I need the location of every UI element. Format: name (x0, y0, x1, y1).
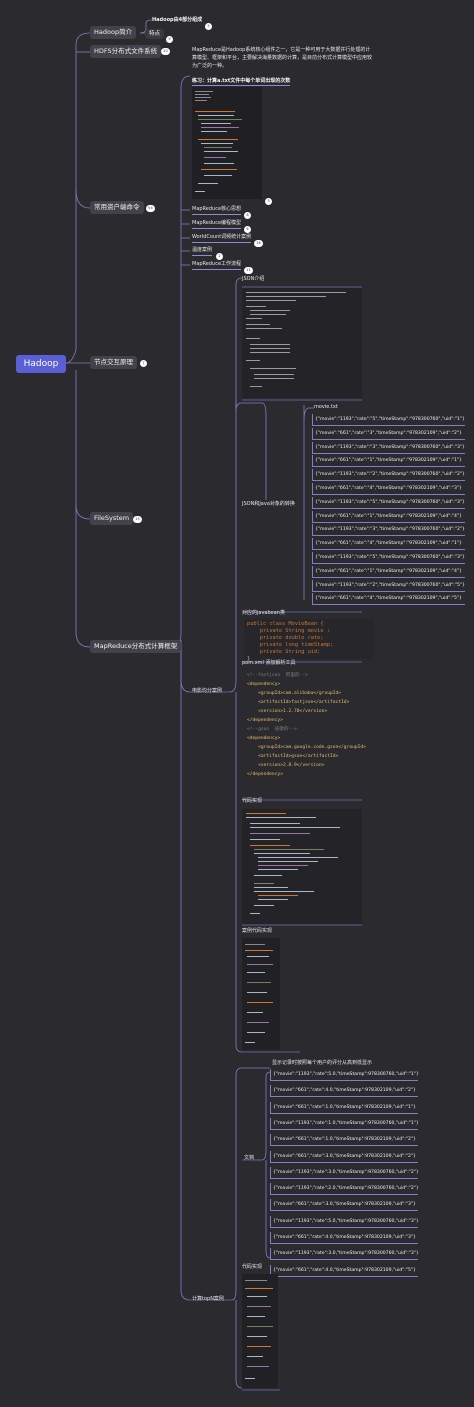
record-row: {"movie":"1193","rate":5.0,"timeStamp":9… (270, 1069, 419, 1081)
mr-workflow[interactable]: MapReduce工作流程 (192, 261, 242, 270)
badge-model: 6 (244, 226, 251, 233)
code-line: <groupId>com.alibaba</groupId> (247, 691, 342, 696)
topn-case[interactable]: 计算topN案例 (192, 1296, 224, 1302)
record-row: {"movie":"661","rate":4.0,"timeStamp":97… (270, 1085, 418, 1098)
mr-temperature[interactable]: 温度案例 (192, 247, 213, 256)
branch-node-interaction[interactable]: 节点交互原理 (90, 356, 137, 369)
record-row: {"movie":"661","rate":1.0,"timeStamp":97… (270, 1134, 418, 1147)
badge-flow: 11 (244, 267, 253, 274)
branch-filesystem[interactable]: FileSystem (90, 512, 134, 525)
intro-four-parts[interactable]: Hadoop由4部分组成 (152, 17, 203, 23)
record-row: {"movie":"1193","rate":2.0,"timeStamp":9… (270, 1183, 419, 1196)
javabean-code-block: public class MovieBean { private String … (244, 619, 374, 662)
movie-code-screenshot (242, 809, 362, 924)
pom-code-block: <!--fastjson 阿里的--> <dependency> <groupId… (244, 669, 368, 799)
movie-average-case[interactable]: 电影均分案例 (192, 688, 223, 694)
code-line: <dependency> (247, 736, 281, 741)
code-line: private String movie ; (247, 628, 330, 634)
record-row: {"movie":"1193","rate":1.0,"timeStamp":9… (270, 1117, 419, 1130)
record-row: {"movie":"661","rate":"4","timeStamp":"9… (312, 593, 465, 606)
badge-node: 7 (140, 360, 147, 367)
record-row: {"movie":"661","rate":3.0,"timeStamp":97… (270, 1150, 418, 1163)
branch-client-commands[interactable]: 常用资户端命令 (90, 201, 144, 214)
intro-features[interactable]: 特点 (145, 29, 165, 39)
movie-case-code-screenshot (242, 938, 280, 1050)
root-node-hadoop[interactable]: Hadoop (16, 355, 66, 373)
badge-hdfs: 20 (161, 48, 170, 55)
record-row: {"movie":"1193","rate":"3","timeStamp":"… (312, 441, 465, 454)
code-line: </dependency> (247, 718, 283, 723)
code-line: <artifactId>gson</artifactId> (247, 754, 339, 759)
record-row: {"movie":"1193","rate":"5","timeStamp":"… (312, 496, 465, 509)
record-row: {"movie":"661","rate":"1","timeStamp":"9… (312, 510, 465, 523)
code-line: <!--fastjson 阿里的--> (247, 673, 308, 678)
code-line: </dependency> (247, 772, 283, 777)
record-row: {"movie":"1193","rate":3.0,"timeStamp":9… (270, 1166, 419, 1179)
topn-code-title: 代码实现 (242, 1264, 263, 1270)
badge-four-parts: 5 (205, 23, 212, 30)
code-line: private double rate; (247, 635, 324, 641)
mr-programming-model[interactable]: MapReduce编程模型 (192, 220, 242, 229)
json-java-conversion[interactable]: JSON和Java对象的转换 (242, 501, 295, 507)
code-line: <!--gson 谷歌的--> (247, 727, 297, 732)
record-row: {"movie":"661","rate":"4","timeStamp":"9… (312, 538, 465, 551)
json-intro-screenshot (242, 288, 362, 398)
branch-hdfs[interactable]: HDFS分布式文件系统 (90, 45, 162, 58)
topn-code-screenshot (242, 1274, 278, 1388)
pom-title: pom.xml 添加解析工具 (242, 660, 296, 666)
record-row: {"movie":"1193","rate":"2","timeStamp":"… (312, 579, 465, 592)
record-row: {"movie":"661","rate":"4","timeStamp":"9… (312, 483, 465, 495)
record-row: {"movie":"661","rate":"3","timeStamp":"9… (312, 427, 465, 440)
record-row: {"movie":"1193","rate":"5","timeStamp":"… (312, 414, 465, 426)
movie-code-title: 代码实现 (242, 798, 263, 804)
record-row: {"movie":"1193","rate":3.0,"timeStamp":9… (270, 1248, 419, 1261)
badge-features: 9 (166, 36, 173, 43)
code-line: <version>2.8.9</version> (247, 763, 325, 768)
record-row: {"movie":"1193","rate":5.0,"timeStamp":9… (270, 1215, 419, 1228)
badge-temp: 2 (216, 253, 223, 260)
record-row: {"movie":"661","rate":1.0,"timeStamp":97… (270, 1101, 418, 1114)
mr-exercise[interactable]: 练习：计算a.txt文件中每个单词出现的次数 (192, 78, 291, 86)
mr-core-idea[interactable]: MapReduce核心思想 (192, 206, 242, 215)
topn-description: 显示记录时按照每个用户的评分从高到低显示 (272, 1060, 373, 1066)
branch-mapreduce[interactable]: MapReduce分布式计算框架 (90, 640, 182, 653)
record-row: {"movie":"661","rate":"1","timeStamp":"9… (312, 455, 465, 468)
exercise-code-screenshot (192, 87, 262, 199)
record-row: {"movie":"1193","rate":"2","timeStamp":"… (312, 469, 465, 482)
badge-wordcount: 16 (254, 240, 263, 247)
code-line: } (247, 656, 251, 662)
record-row: {"movie":"1193","rate":"5","timeStamp":"… (312, 552, 465, 564)
code-line: private long timeStamp; (247, 642, 334, 648)
badge-exercise: 3 (265, 198, 272, 205)
record-row: {"movie":"1193","rate":"3","timeStamp":"… (312, 524, 465, 537)
code-line: <dependency> (247, 682, 281, 687)
code-line: <groupId>com.google.code.gson</groupId> (247, 745, 366, 750)
movie-txt-title: movie.txt (314, 404, 338, 410)
badge-commands: 54 (146, 205, 155, 212)
record-row: {"movie":"661","rate":3.0,"timeStamp":97… (270, 1199, 418, 1212)
record-row: {"movie":"661","rate":"1","timeStamp":"9… (312, 565, 465, 578)
code-line: private String uid; (247, 649, 321, 655)
javabean-title: 对应的javabean类 (242, 610, 285, 616)
json-intro[interactable]: JSON介绍 (242, 276, 265, 282)
topn-doc[interactable]: 文档 (244, 1155, 255, 1161)
record-row: {"movie":"661","rate":4.0,"timeStamp":97… (270, 1264, 418, 1277)
code-line: <version>1.2.70</version> (247, 709, 328, 714)
code-line: public class MovieBean { (247, 621, 324, 627)
badge-fs: 15 (133, 516, 142, 523)
branch-hadoop-intro[interactable]: Hadoop简介 (90, 26, 137, 39)
mapreduce-description: MapReduce是Hadoop系统核心组件之一，它是一种可用于大数据并行处理的… (192, 47, 373, 69)
badge-core: 8 (244, 212, 251, 219)
mr-wordcount[interactable]: WorldCount词频统计案例 (192, 234, 252, 243)
code-line: <artifactId>fastjson</artifactId> (247, 700, 350, 705)
movie-case-code-title: 案例代码实现 (242, 928, 273, 934)
record-row: {"movie":"661","rate":4.0,"timeStamp":97… (270, 1232, 418, 1244)
